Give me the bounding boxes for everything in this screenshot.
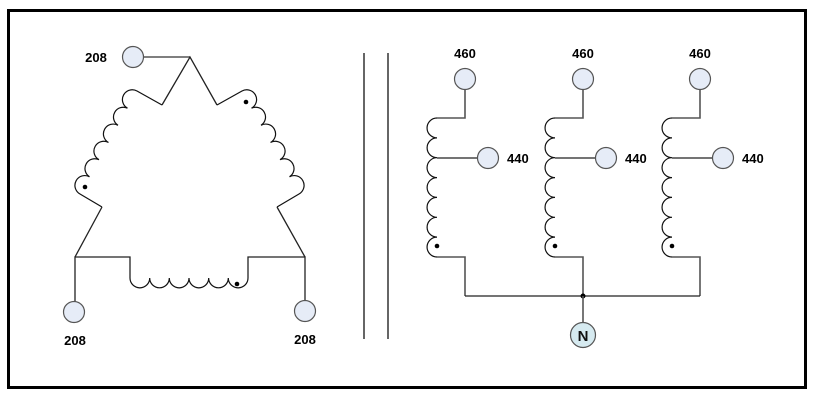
- label-h1: 208: [85, 50, 107, 65]
- terminal-h3[interactable]: [293, 299, 317, 323]
- phase-3-top-wire: [672, 90, 701, 119]
- diagram-frame: [7, 9, 807, 389]
- neutral-label: N: [578, 328, 589, 345]
- phase-1-terminal-460[interactable]: [453, 67, 477, 91]
- winding-left: [74, 89, 163, 208]
- wire-left-leg: [74, 206, 103, 258]
- wire-bottom-right: [247, 256, 306, 301]
- polarity-dot-right: [243, 99, 249, 105]
- phase-2: 460 440: [544, 46, 647, 296]
- label-h2: 208: [64, 333, 86, 348]
- secondary-wye: 460 440 460 440 460 440: [426, 46, 764, 349]
- wire-right-leg: [276, 206, 306, 258]
- phase-3-label-460: 460: [689, 46, 711, 61]
- phase-1-bottom-wire: [437, 256, 466, 296]
- phase-3-terminal-440[interactable]: [711, 146, 735, 170]
- phase-2-polarity-dot: [552, 243, 558, 249]
- phase-2-label-440: 440: [625, 151, 647, 166]
- phase-3-polarity-dot: [669, 243, 675, 249]
- phase-3-label-440: 440: [742, 151, 764, 166]
- phase-3-winding: [661, 117, 673, 258]
- polarity-dot-left: [82, 184, 88, 190]
- wire-apex: [161, 55, 218, 106]
- polarity-dot-bottom: [234, 281, 240, 287]
- phase-2-label-460: 460: [572, 46, 594, 61]
- terminal-h2[interactable]: [62, 300, 86, 324]
- wire-bottom-left: [74, 256, 131, 312]
- label-h3: 208: [294, 332, 316, 347]
- winding-bottom: [129, 277, 249, 289]
- phase-3-bottom-wire: [672, 256, 701, 296]
- phase-3: 460 440: [661, 46, 764, 296]
- phase-2-terminal-440[interactable]: [594, 146, 618, 170]
- phase-2-terminal-460[interactable]: [571, 67, 595, 91]
- phase-2-top-wire: [555, 90, 584, 119]
- primary-delta: 208 208 208: [62, 45, 317, 348]
- phase-1-terminal-440[interactable]: [476, 146, 500, 170]
- phase-1-label-440: 440: [507, 151, 529, 166]
- terminal-h1[interactable]: [121, 45, 145, 69]
- phase-3-terminal-460[interactable]: [688, 67, 712, 91]
- phase-1-label-460: 460: [454, 46, 476, 61]
- phase-1-winding: [426, 117, 438, 258]
- neutral-terminal[interactable]: [569, 321, 597, 349]
- phase-1: 460 440: [426, 46, 529, 296]
- phase-1-top-wire: [437, 90, 466, 119]
- phase-1-polarity-dot: [434, 243, 440, 249]
- phase-2-winding: [544, 117, 556, 258]
- phase-2-bottom-wire: [555, 256, 584, 296]
- winding-right: [216, 89, 305, 208]
